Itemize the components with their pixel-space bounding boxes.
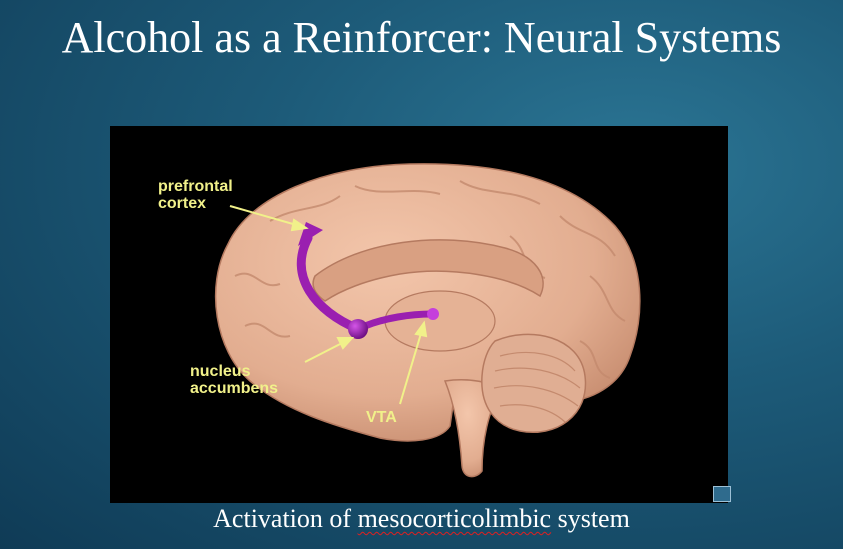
label-prefrontal-line1: prefrontal	[158, 178, 233, 195]
label-vta: VTA	[366, 409, 397, 426]
label-nucleus-accumbens: nucleus accumbens	[190, 363, 278, 397]
nucleus-accumbens-node	[348, 319, 368, 339]
pathway-vta-to-accumbens	[361, 310, 436, 330]
pathway-accumbens-to-prefrontal	[296, 233, 363, 334]
label-prefrontal-cortex: prefrontal cortex	[158, 178, 233, 212]
cerebellum	[481, 333, 587, 433]
thalamus	[384, 290, 496, 352]
label-accumbens-line2: accumbens	[190, 380, 279, 397]
brain-illustration	[214, 163, 641, 478]
label-accumbens-line1: nucleus	[190, 363, 251, 380]
slide-caption: Activation of mesocorticolimbic system	[0, 504, 843, 534]
corner-logo-icon	[713, 486, 731, 502]
label-pointers	[229, 205, 428, 405]
vta-node	[427, 308, 439, 320]
slide-title: Alcohol as a Reinforcer: Neural Systems	[61, 13, 782, 62]
caption-highlighted-word: mesocorticolimbic	[357, 504, 552, 533]
cerebellum-folia	[493, 351, 581, 423]
caption-suffix: system	[551, 504, 630, 533]
corpus-callosum	[312, 239, 544, 302]
label-prefrontal-line2: cortex	[158, 195, 207, 212]
brain-diagram-panel: prefrontal cortex nucleus accumbens VTA	[110, 126, 731, 503]
caption-prefix: Activation of	[213, 504, 358, 533]
